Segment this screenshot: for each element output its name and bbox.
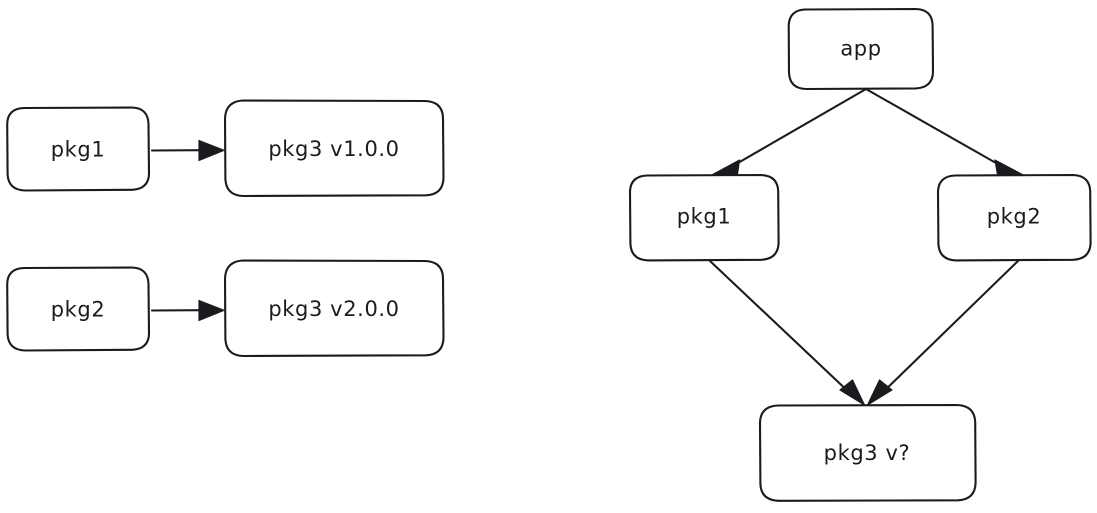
node-pkg3-unresolved[interactable]: pkg3 v? (758, 403, 977, 502)
edge-app-to-pkg2 (864, 87, 1026, 179)
node-label: app (840, 37, 881, 61)
node-app[interactable]: app (787, 7, 935, 91)
node-pkg2-right[interactable]: pkg2 (936, 173, 1092, 262)
node-label: pkg3 v1.0.0 (268, 137, 399, 161)
node-label: pkg2 (51, 298, 106, 322)
edge-line (729, 87, 868, 169)
node-label: pkg1 (51, 138, 106, 162)
edge-pkg1-to-pkg3-v1 (150, 139, 225, 162)
left-panel: pkg1 pkg3 v1.0.0 pkg2 pkg3 v2.0.0 (6, 99, 445, 358)
edge-line (877, 259, 1020, 398)
node-box (787, 7, 935, 91)
right-panel: app pkg1 pkg2 pkg3 v? (628, 7, 1092, 502)
node-label: pkg3 v? (824, 441, 911, 465)
edge-line (708, 259, 855, 398)
node-pkg1-left[interactable]: pkg1 (6, 106, 151, 192)
node-box (628, 173, 780, 262)
node-label: pkg2 (987, 205, 1042, 229)
node-pkg3-v2[interactable]: pkg3 v2.0.0 (223, 259, 445, 358)
node-box (6, 266, 151, 352)
node-box (936, 173, 1092, 262)
edge-line (864, 87, 1005, 169)
node-pkg1-right[interactable]: pkg1 (628, 173, 780, 262)
arrowhead-icon (198, 139, 225, 162)
arrowhead-icon (866, 379, 893, 406)
node-box (758, 403, 977, 502)
node-box (6, 106, 151, 192)
node-pkg3-v1[interactable]: pkg3 v1.0.0 (223, 99, 445, 198)
edge-pkg1-to-pkg3 (708, 259, 866, 406)
node-pkg2-left[interactable]: pkg2 (6, 266, 151, 352)
node-label: pkg3 v2.0.0 (268, 297, 399, 321)
edge-pkg2-to-pkg3-v2 (150, 299, 225, 322)
arrowhead-icon (839, 379, 866, 406)
node-box (223, 99, 445, 198)
edge-pkg2-to-pkg3 (866, 259, 1020, 406)
edge-app-to-pkg1 (709, 87, 868, 179)
node-box (223, 259, 445, 358)
arrowhead-icon (198, 299, 225, 322)
node-label: pkg1 (677, 205, 732, 229)
